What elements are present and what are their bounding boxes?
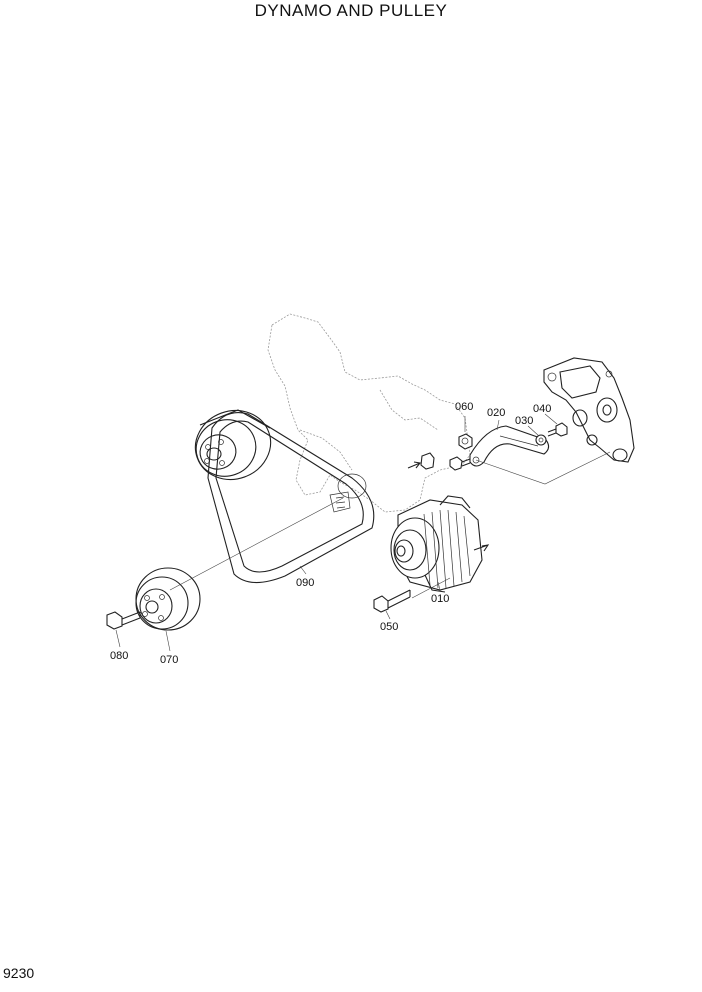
crank-pulley-rear <box>194 409 272 481</box>
nut-060 <box>458 433 473 450</box>
callout-090: 090 <box>296 577 314 589</box>
callout-040: 040 <box>533 403 551 415</box>
callout-030: 030 <box>515 415 533 427</box>
leader-lines <box>115 413 611 652</box>
spacer-bolt <box>407 452 471 471</box>
callout-060: 060 <box>455 401 473 413</box>
washer-030 <box>535 434 547 446</box>
bolt-080 <box>106 611 141 630</box>
v-belt <box>207 412 375 584</box>
callout-010: 010 <box>431 593 449 605</box>
callout-050: 050 <box>380 621 398 633</box>
pulley-070 <box>135 567 201 631</box>
engine-block-outline <box>267 313 471 513</box>
callout-080: 080 <box>110 650 128 662</box>
callout-020: 020 <box>487 407 505 419</box>
alternator <box>390 495 490 593</box>
bolt-040 <box>547 422 568 437</box>
adjusting-bar <box>469 425 550 467</box>
page-title: DYNAMO AND PULLEY <box>254 1 448 20</box>
alternator-bracket <box>543 357 635 463</box>
pump-pulley <box>329 473 367 513</box>
bolt-050 <box>373 589 411 613</box>
callout-070: 070 <box>160 654 178 666</box>
page-number: 9230 <box>3 965 35 981</box>
